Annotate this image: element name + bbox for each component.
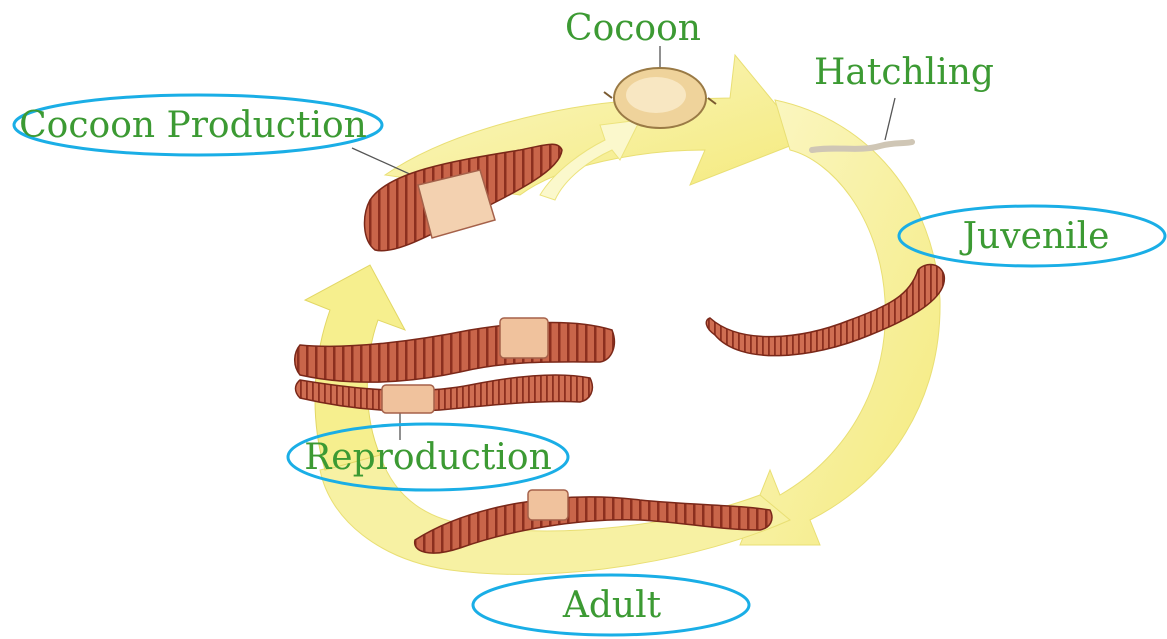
label-cocoon-production: Cocoon Production [19,105,367,146]
label-adult: Adult [562,585,662,626]
label-cocoon: Cocoon [565,8,701,49]
cocoon-production-worm [365,144,562,251]
arrow-right [740,100,940,545]
label-juvenile: Juvenile [959,216,1110,257]
leader-hatchling [885,98,895,140]
cycle-arrows [305,55,940,574]
label-reproduction: Reproduction [304,437,552,478]
label-hatchling: Hatchling [814,52,994,93]
